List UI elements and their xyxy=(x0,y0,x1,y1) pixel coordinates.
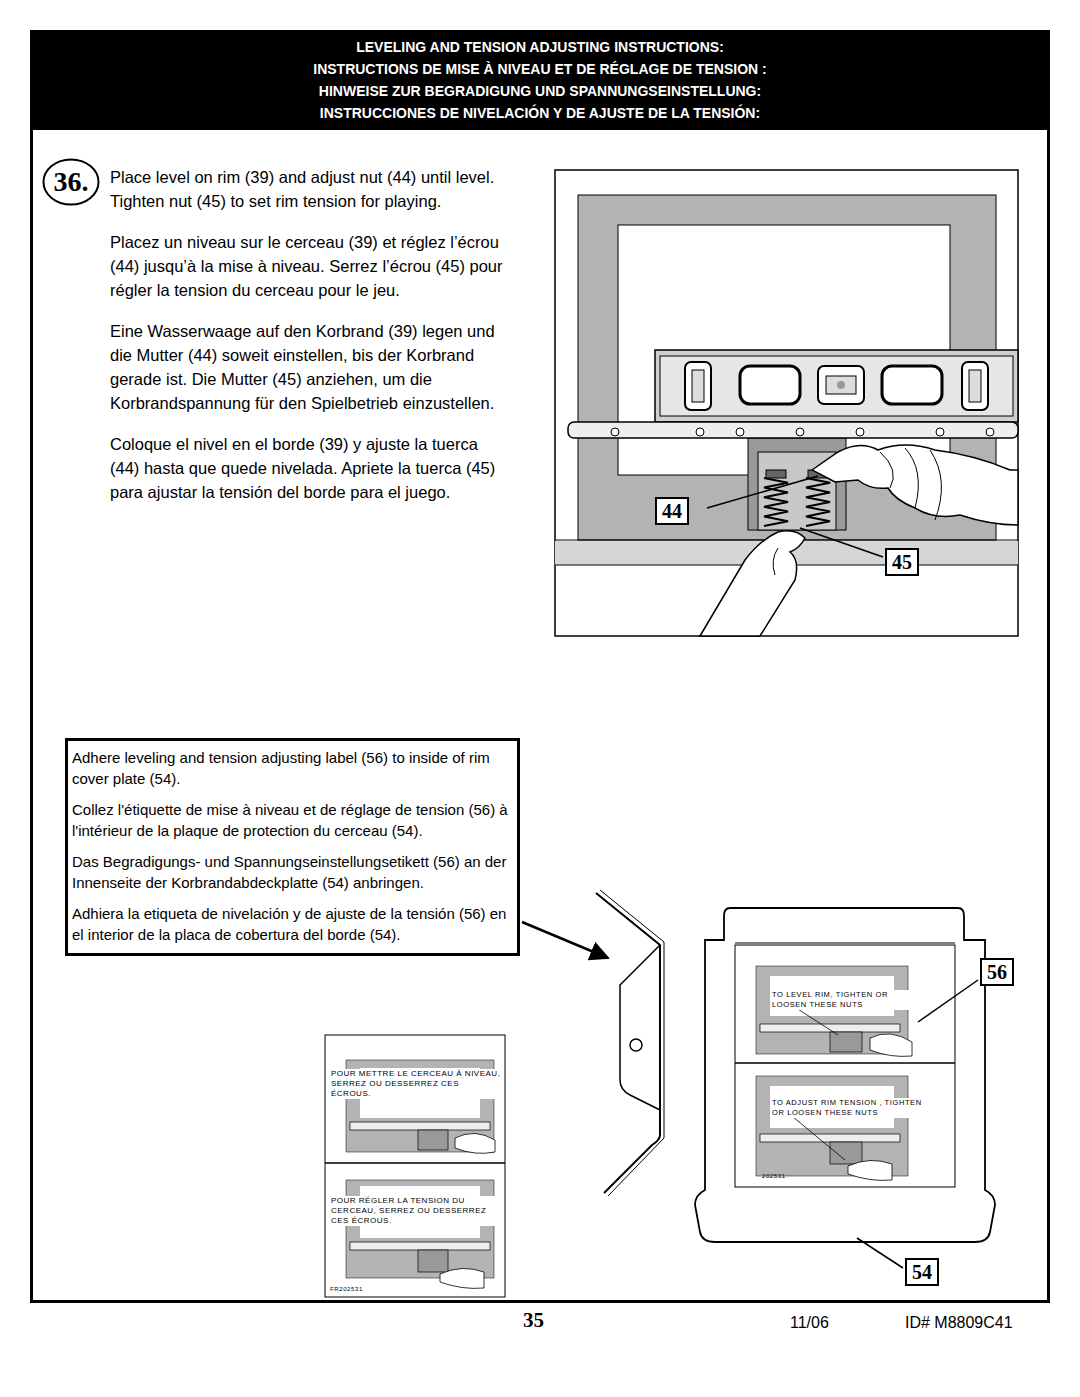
french-label xyxy=(325,1035,505,1297)
step-number: 36. xyxy=(54,166,89,198)
callout-box: 54 xyxy=(905,1258,939,1286)
circle-outline xyxy=(42,158,100,206)
callout-box: 44 xyxy=(655,497,689,525)
callout-box: 56 xyxy=(980,958,1014,986)
label-text: POUR RÉGLER LA TENSION DU CERCEAU, SERRE… xyxy=(330,1196,502,1226)
header-text: INSTRUCTIONS DE MISE À NIVEAU ET DE RÉGL… xyxy=(313,58,766,80)
callout-number: 54 xyxy=(912,1260,932,1284)
callout-number: 44 xyxy=(662,499,682,523)
callout-number: 56 xyxy=(987,960,1007,984)
page-frame xyxy=(32,32,1049,1302)
rim-cover-plate-label xyxy=(695,908,995,1268)
step-number-circle: 36. xyxy=(42,158,100,206)
label-text: TO ADJUST RIM TENSION , TIGHTEN OR LOOSE… xyxy=(771,1098,923,1118)
date-code: 11/06 xyxy=(790,1314,829,1332)
instruction-text: Place level on rim (39) and adjust nut (… xyxy=(110,165,510,213)
note-box: Adhere leveling and tension adjusting la… xyxy=(65,738,520,956)
instruction-text: Eine Wasserwaage auf den Korbrand (39) l… xyxy=(110,319,510,415)
header-band: LEVELING AND TENSION ADJUSTING INSTRUCTI… xyxy=(30,30,1050,130)
header-text: HINWEISE ZUR BEGRADIGUNG UND SPANNUNGSEI… xyxy=(319,80,761,102)
label-code: FR202531 xyxy=(330,1285,363,1293)
callout-number: 45 xyxy=(892,550,912,574)
note-text: Adhere leveling and tension adjusting la… xyxy=(72,747,511,789)
label-text: POUR METTRE LE CERCEAU À NIVEAU, SERREZ … xyxy=(330,1069,502,1099)
step-instructions: Place level on rim (39) and adjust nut (… xyxy=(110,165,510,521)
callout-box: 45 xyxy=(885,548,919,576)
document-id: ID# M8809C41 xyxy=(905,1314,1013,1332)
label-text: TO LEVEL RIM, TIGHTEN OR LOOSEN THESE NU… xyxy=(771,990,923,1010)
rim-cover-plate-side xyxy=(522,890,664,1196)
instruction-text: Coloque el nivel en el borde (39) y ajus… xyxy=(110,432,510,504)
header-text: LEVELING AND TENSION ADJUSTING INSTRUCTI… xyxy=(356,36,724,58)
note-text: Adhiera la etiqueta de nivelación y de a… xyxy=(72,903,511,945)
note-text: Collez l'étiquette de mise à niveau et d… xyxy=(72,799,511,841)
instruction-text: Placez un niveau sur le cerceau (39) et … xyxy=(110,230,510,302)
level-on-rim-illustration xyxy=(555,170,1018,636)
label-code: 202531 xyxy=(762,1172,786,1180)
note-text: Das Begradigungs- und Spannungseinstellu… xyxy=(72,851,511,893)
header-text: INSTRUCCIONES DE NIVELACIÓN Y DE AJUSTE … xyxy=(320,102,760,124)
page-number: 35 xyxy=(523,1308,544,1333)
